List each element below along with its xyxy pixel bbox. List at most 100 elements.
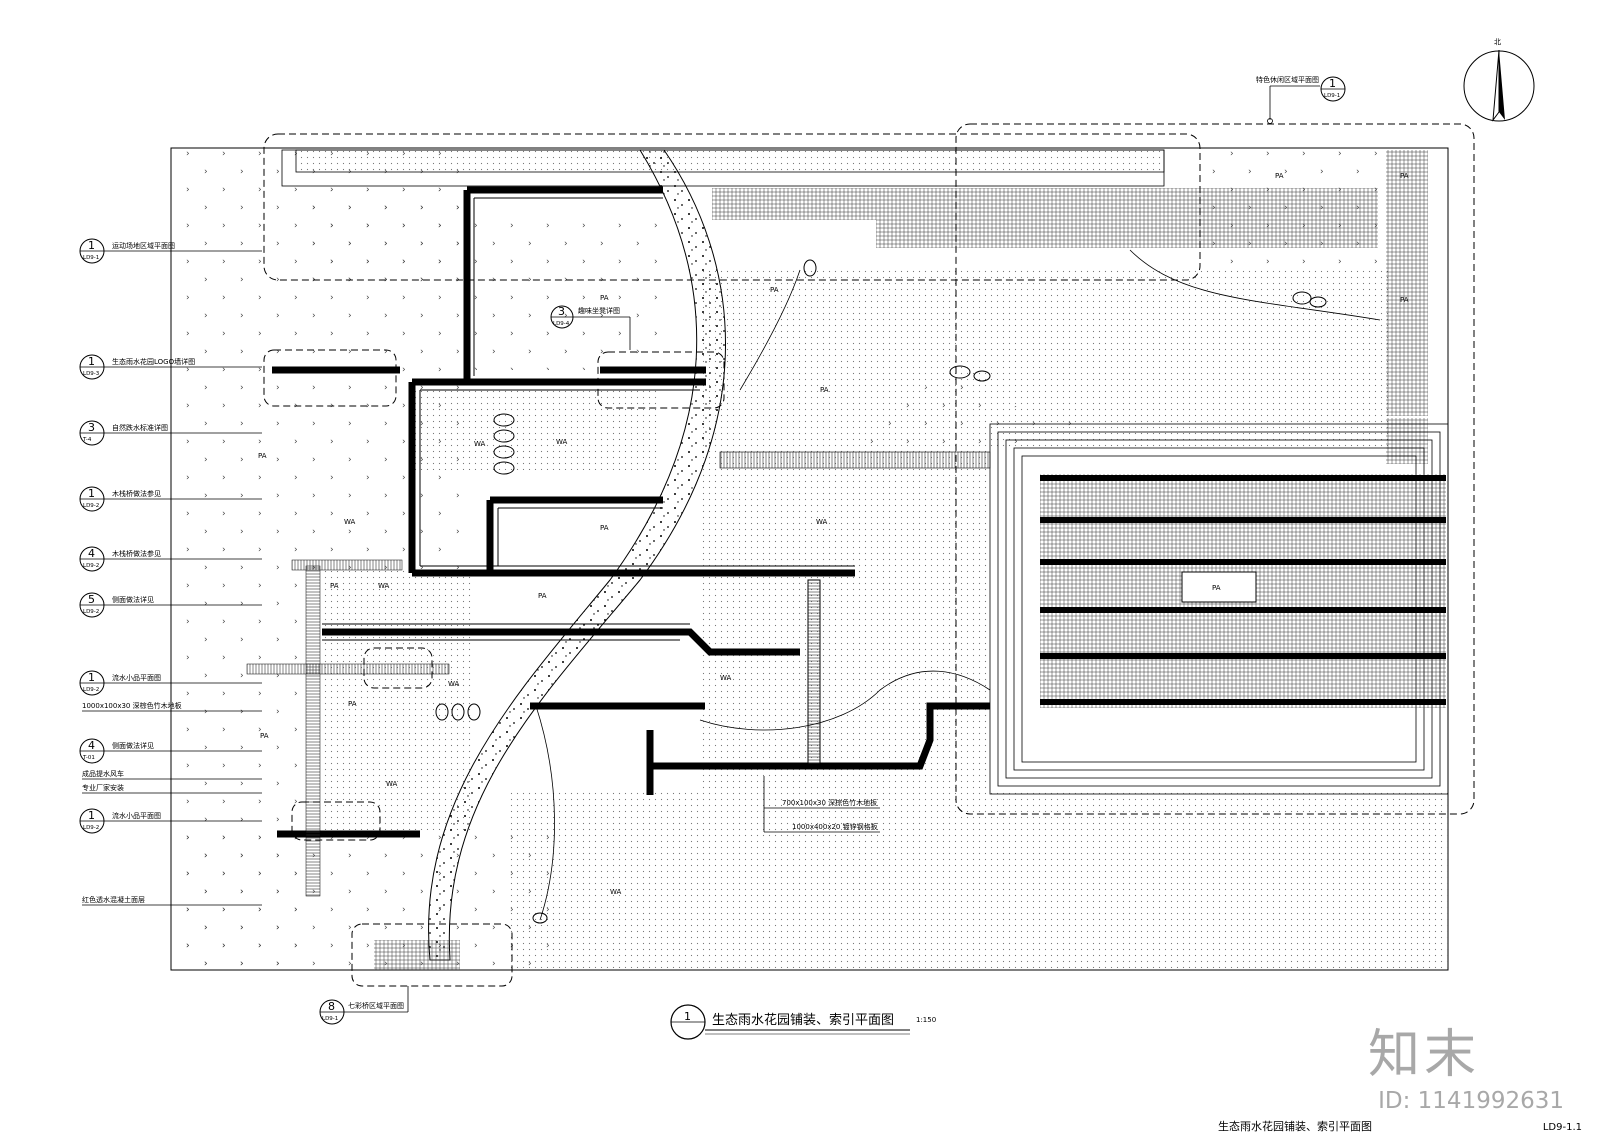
callout-number: 1 <box>88 809 95 822</box>
zone-label-pa: PA <box>600 294 609 302</box>
zone-label-wa: WA <box>556 438 568 446</box>
north-arrow: 北 <box>1463 38 1535 122</box>
zone-label-pa: PA <box>538 592 547 600</box>
zone-label-pa: PA <box>770 286 779 294</box>
svg-text:生态雨水花园铺装、索引平面图: 生态雨水花园铺装、索引平面图 <box>712 1012 894 1028</box>
zone-label-wa: WA <box>816 518 828 526</box>
zone-label-pa: PA <box>258 452 267 460</box>
callouts-left: 1LD9-1运动场地区域平面图1LD9-3生态雨水花园LOGO墙详图3T-4自然… <box>79 238 262 906</box>
svg-text:1000x400x20 镀锌钢格板: 1000x400x20 镀锌钢格板 <box>792 822 878 831</box>
callout-sheet: LD9-2 <box>83 563 99 569</box>
callout-inner: 3 LD9-4 趣味坐凳详图 <box>550 305 631 350</box>
sheet-number: LD9-1.1 <box>1542 1122 1582 1133</box>
index-zones <box>263 123 1475 987</box>
svg-text:北: 北 <box>1494 38 1501 46</box>
zone-label-pa: PA <box>260 732 269 740</box>
callout-text: 木栈桥做法参见 <box>112 549 161 558</box>
callout-left-item: 3T-4 自然跌水标准详图 <box>79 420 262 446</box>
callout-left-item: 专业厂家安装 <box>82 783 262 794</box>
zone-label-pa: PA <box>1275 172 1284 180</box>
bottom-grid-patch <box>374 940 460 970</box>
retaining-walls <box>272 186 990 838</box>
paving-areas <box>322 270 1448 968</box>
callout-text: 1000x100x30 深棕色竹木地板 <box>82 701 182 710</box>
zone-label-wa: WA <box>720 674 732 682</box>
callout-sheet: T-01 <box>82 755 95 761</box>
callout-sheet: LD9-2 <box>83 503 99 509</box>
svg-text:七彩桥区域平面图: 七彩桥区域平面图 <box>348 1001 404 1010</box>
callout-sheet: T-4 <box>82 437 92 443</box>
callout-left-item: 1000x100x30 深棕色竹木地板 <box>82 701 262 712</box>
callout-text: 生态雨水花园LOGO墙详图 <box>112 357 195 366</box>
svg-text:LD9-1: LD9-1 <box>322 1016 338 1022</box>
callout-sheet: LD9-3 <box>83 371 100 377</box>
svg-text:1: 1 <box>684 1010 691 1023</box>
watermark-logo: 知末 <box>1367 1025 1480 1085</box>
callout-number: 3 <box>88 421 95 434</box>
callout-number: 5 <box>88 593 95 606</box>
callout-sheet: LD9-2 <box>83 609 99 615</box>
callout-bottom: 8 LD9-1 七彩桥区域平面图 <box>319 986 409 1025</box>
svg-text:LD9-4: LD9-4 <box>553 321 570 327</box>
callout-number: 4 <box>88 739 95 752</box>
zone-label-wa: WA <box>344 518 356 526</box>
callout-sheet: LD9-2 <box>83 825 99 831</box>
svg-text:8: 8 <box>328 1000 335 1013</box>
top-paving-strip <box>295 149 1165 173</box>
grid-paver-band <box>712 188 1378 220</box>
sheet-title: 生态雨水花园铺装、索引平面图 <box>1218 1120 1372 1133</box>
callout-left-item: 成品提水风车 <box>82 769 262 780</box>
zone-label-wa: WA <box>474 440 486 448</box>
callout-sheet: LD9-1 <box>83 255 99 261</box>
pool-center-island <box>1181 571 1257 603</box>
svg-text:3: 3 <box>558 305 565 318</box>
svg-text:1: 1 <box>1329 77 1336 90</box>
watermark-id: ID: 1141992631 <box>1378 1088 1564 1114</box>
zone-label-pa: PA <box>600 524 609 532</box>
callout-number: 1 <box>88 487 95 500</box>
svg-text:700x100x30 深棕色竹木地板: 700x100x30 深棕色竹木地板 <box>782 798 877 807</box>
callout-text: 成品提水风车 <box>82 769 124 778</box>
zone-label-pa: PA <box>1400 296 1409 304</box>
wall-inner-lines <box>322 197 855 767</box>
svg-text:LD9-1: LD9-1 <box>1324 93 1340 99</box>
boardwalk <box>719 451 991 469</box>
callout-left-item: 红色透水混凝土面层 <box>82 895 262 906</box>
planting-edges <box>535 249 1381 921</box>
callout-text: 木栈桥做法参见 <box>112 489 161 498</box>
pool-bars <box>1040 475 1446 705</box>
callout-top: 1 LD9-1 特色休闲区域平面图 <box>1256 75 1346 124</box>
zone-label-pa: PA <box>1400 172 1409 180</box>
callout-text: 侧面做法详见 <box>112 595 154 604</box>
zone-label-wa: WA <box>386 780 398 788</box>
callout-text: 专业厂家安装 <box>82 783 124 792</box>
callout-text: 侧面做法详见 <box>112 741 154 750</box>
callout-number: 1 <box>88 355 95 368</box>
zone-label-wa: WA <box>610 888 622 896</box>
zone-label-wa: WA <box>378 582 390 590</box>
callout-sheet: LD9-2 <box>83 687 99 693</box>
zone-label-wa: WA <box>448 680 460 688</box>
callout-number: 1 <box>88 671 95 684</box>
zone-label-pa: PA <box>348 700 357 708</box>
drawing-title: 1 生态雨水花园铺装、索引平面图 1:150 <box>670 1004 936 1040</box>
material-notes: 700x100x30 深棕色竹木地板 1000x400x20 镀锌钢格板 <box>763 776 880 833</box>
zone-labels: PA PA PA PA PA PA PA PA PA PA PA PA WA W… <box>258 172 1409 896</box>
callout-text: 流水小品平面图 <box>112 673 161 682</box>
callout-text: 运动场地区域平面图 <box>112 241 175 250</box>
zone-label-pa: PA <box>1212 584 1221 592</box>
svg-text:特色休闲区域平面图: 特色休闲区域平面图 <box>1256 75 1319 84</box>
boulder-cluster <box>435 259 1327 924</box>
callout-text: 红色透水混凝土面层 <box>82 895 145 904</box>
svg-text:1:150: 1:150 <box>916 1016 936 1024</box>
plank-bridge <box>305 565 321 897</box>
callout-text: 自然跌水标准详图 <box>112 423 168 432</box>
callout-left-item: 4T-01 侧面做法详见 <box>79 738 262 764</box>
